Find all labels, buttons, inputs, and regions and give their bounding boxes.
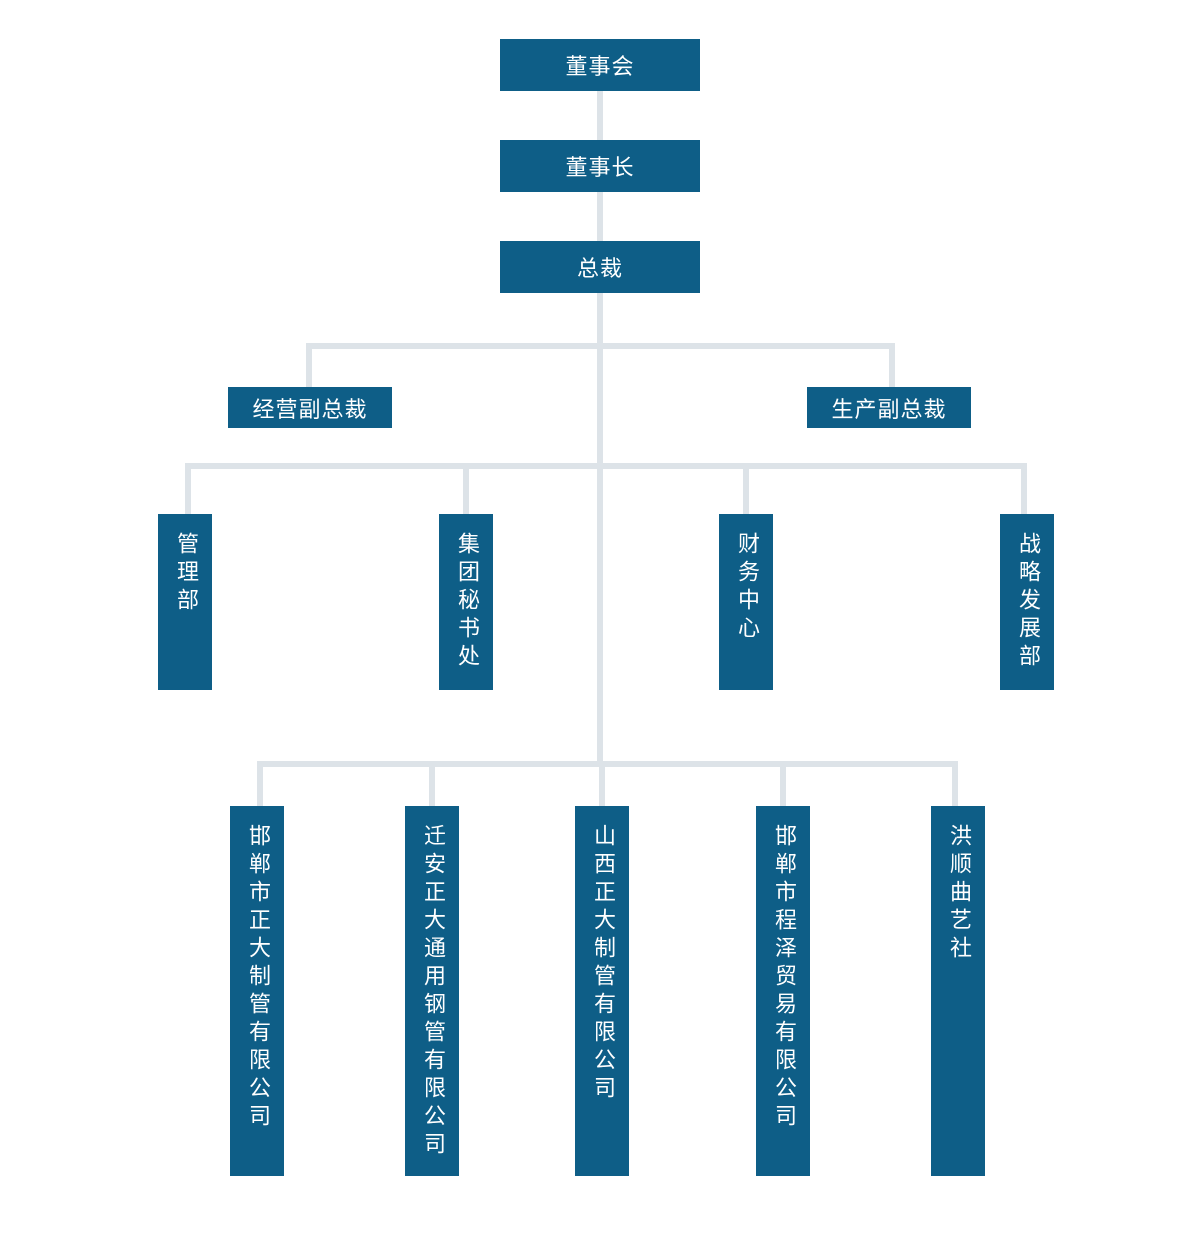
dept-box: 管理部 [158, 514, 212, 690]
president-box: 总裁 [500, 241, 700, 293]
president-label: 总裁 [576, 257, 623, 282]
company-label: 邯郸市程泽贸易有限公司 [771, 824, 796, 1132]
dept-box: 战略发展部 [1000, 514, 1054, 690]
chairman-label: 董事长 [565, 156, 635, 181]
dept-box: 集团秘书处 [439, 514, 493, 690]
vp-connector [306, 343, 895, 387]
company-label: 迁安正大通用钢管有限公司 [420, 824, 445, 1160]
company-box: 洪顺曲艺社 [931, 806, 985, 1176]
chairman-box: 董事长 [500, 140, 700, 192]
vp-production-box: 生产副总裁 [807, 387, 971, 428]
company-box: 山西正大制管有限公司 [575, 806, 629, 1176]
board-box: 董事会 [500, 39, 700, 91]
dept-box: 财务中心 [719, 514, 773, 690]
dept-label: 战略发展部 [1015, 532, 1040, 672]
company-label: 洪顺曲艺社 [946, 824, 971, 964]
board-label: 董事会 [565, 55, 635, 80]
dept-label: 集团秘书处 [454, 532, 479, 672]
dept-label: 管理部 [173, 532, 198, 616]
company-label: 山西正大制管有限公司 [590, 824, 615, 1104]
company-box: 邯郸市程泽贸易有限公司 [756, 806, 810, 1176]
company-box: 迁安正大通用钢管有限公司 [405, 806, 459, 1176]
dept-label: 财务中心 [734, 532, 759, 644]
vp-production-label: 生产副总裁 [831, 397, 947, 423]
vp-operations-label: 经营副总裁 [252, 397, 368, 423]
company-box: 邯郸市正大制管有限公司 [230, 806, 284, 1176]
vp-operations-box: 经营副总裁 [228, 387, 392, 428]
company-label: 邯郸市正大制管有限公司 [245, 824, 270, 1132]
